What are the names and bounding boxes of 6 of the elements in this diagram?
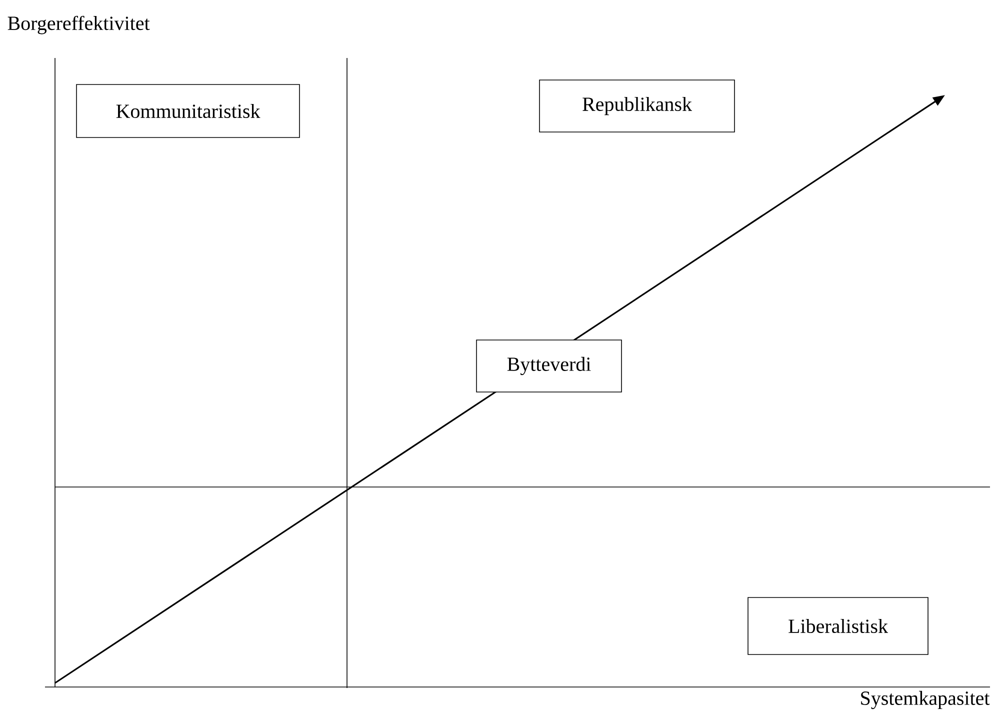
axis-label: Systemkapasitet [861, 690, 990, 710]
axis-label: Borgereffektivitet [8, 16, 150, 34]
quadrant-box: Republikansk [539, 80, 735, 132]
quadrant-box: Liberalistisk [748, 597, 928, 655]
quadrant-box: Kommunitaristisk [76, 84, 300, 138]
quadrant-box: Bytteverdi [476, 340, 622, 392]
